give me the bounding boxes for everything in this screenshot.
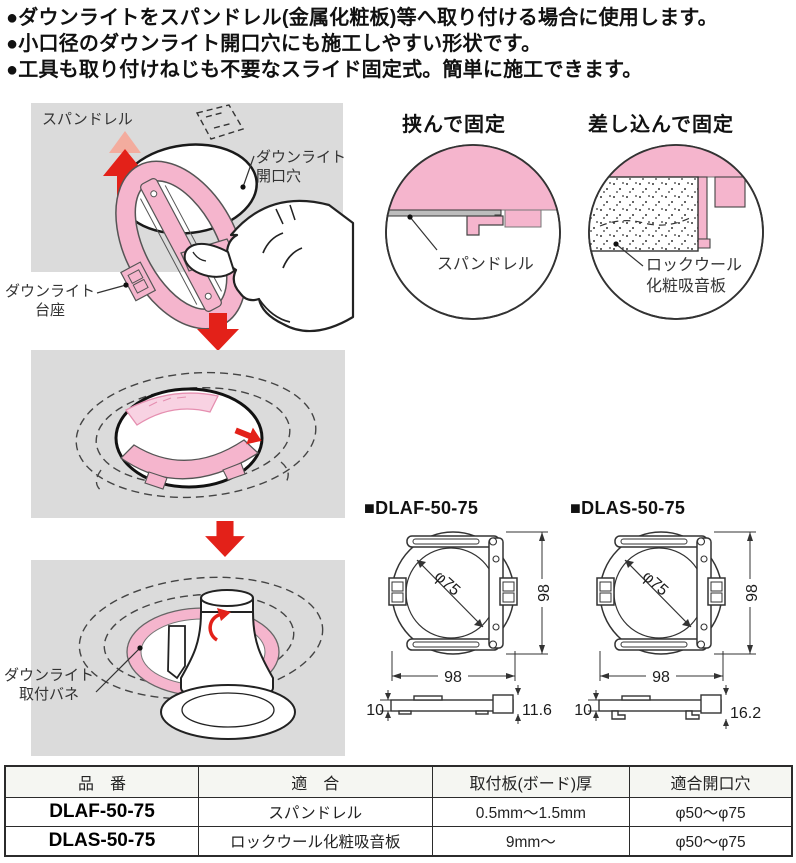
detail1-label: スパンドレル <box>437 256 534 273</box>
cell-board: 0.5mm〜1.5mm <box>431 797 631 827</box>
cell-model: DLAF-50-75 <box>4 797 199 827</box>
up-arrow-ghost <box>109 131 141 153</box>
clamp-hook <box>466 215 504 236</box>
side-profile <box>390 694 514 715</box>
mounting-spring <box>167 625 186 680</box>
bullet-line: ●ダウンライトをスパンドレル(金属化粧板)等へ取り付ける場合に使用します。 <box>6 7 718 29</box>
svg-text:98: 98 <box>744 584 761 602</box>
drawing1-heading: ■DLAF-50-75 <box>364 498 479 518</box>
thickness-dimension <box>588 685 729 729</box>
width-dimension <box>391 651 516 681</box>
spandrel-label: スパンドレル <box>42 111 133 128</box>
hand <box>183 199 355 333</box>
detail2-title: 差し込んで固定 <box>588 114 734 136</box>
mounting-base-ring <box>115 160 247 330</box>
drawing2: φ75 98 98 <box>574 531 761 729</box>
cell-hole: φ50〜φ75 <box>629 826 793 857</box>
col-header-board: 取付板(ボード)厚 <box>431 765 631 798</box>
col-header-hole: 適合開口穴 <box>629 765 793 798</box>
down-arrow-1 <box>197 313 239 351</box>
dia-dimension <box>624 559 692 628</box>
detail2-label: ロックウール 化粧吸音板 <box>646 257 743 295</box>
table-row: DLAF-50-75 スパンドレル 0.5mm〜1.5mm φ50〜φ75 <box>4 797 793 827</box>
spandrel-sheet <box>386 209 502 217</box>
opening-hole-label: ダウンライト 開口穴 <box>256 149 347 185</box>
rockwool-board <box>589 176 699 252</box>
detail1-title: 挟んで固定 <box>402 114 506 136</box>
insert-leg <box>697 176 708 240</box>
cell-hole: φ50〜φ75 <box>629 797 793 827</box>
side-profile <box>598 694 722 720</box>
detail1-diagram <box>385 144 561 320</box>
col-header-fit: 適 合 <box>197 765 433 798</box>
svg-text:16.2: 16.2 <box>730 705 761 722</box>
svg-text:98: 98 <box>652 669 670 686</box>
step3-illustration <box>78 576 324 740</box>
cell-board: 9mm〜 <box>431 826 631 857</box>
feature-bullets: ●ダウンライトをスパンドレル(金属化粧板)等へ取り付ける場合に使用します。 ●小… <box>6 5 794 83</box>
table-header-row: 品 番 適 合 取付板(ボード)厚 適合開口穴 <box>4 765 793 798</box>
downlight-fixture <box>160 589 296 740</box>
spec-table: 品 番 適 合 取付板(ボード)厚 適合開口穴 DLAF-50-75 スパンドレ… <box>4 765 793 857</box>
detail2-diagram <box>588 144 764 320</box>
step2-illustration <box>75 371 317 499</box>
step1-illustration <box>96 104 355 333</box>
ghost-clip-outline <box>195 104 245 140</box>
drawing1: φ75 98 98 <box>366 531 553 724</box>
height-dimension <box>506 531 548 655</box>
svg-text:10: 10 <box>366 702 384 719</box>
height-dimension <box>714 531 756 655</box>
leader-lines <box>96 155 255 294</box>
cell-fit: ロックウール化粧吸音板 <box>197 826 433 857</box>
cell-fit: スパンドレル <box>197 797 433 827</box>
svg-text:98: 98 <box>444 669 462 686</box>
thickness-dimension <box>380 685 521 724</box>
svg-text:11.6: 11.6 <box>522 702 552 719</box>
slide-arrow <box>234 427 262 445</box>
ring-segment-ghost <box>125 392 219 426</box>
width-dimension <box>599 651 724 681</box>
base-label: ダウンライト 台座 <box>4 283 95 319</box>
svg-text:10: 10 <box>574 702 592 719</box>
dia-dimension <box>416 559 484 628</box>
bullet-line: ●小口径のダウンライト開口穴にも施工しやすい形状です。 <box>6 33 542 55</box>
drawing2-heading: ■DLAS-50-75 <box>570 498 686 518</box>
bullet-line: ●工具も取り付けねじも不要なスライド固定式。簡単に施工できます。 <box>6 59 643 81</box>
table-row: DLAS-50-75 ロックウール化粧吸音板 9mm〜 φ50〜φ75 <box>4 826 793 857</box>
svg-text:98: 98 <box>536 584 553 602</box>
down-arrow-2 <box>205 521 245 557</box>
spring-label: ダウンライト 取付バネ <box>3 667 94 703</box>
cell-model: DLAS-50-75 <box>4 826 199 857</box>
col-header-model: 品 番 <box>4 765 199 798</box>
